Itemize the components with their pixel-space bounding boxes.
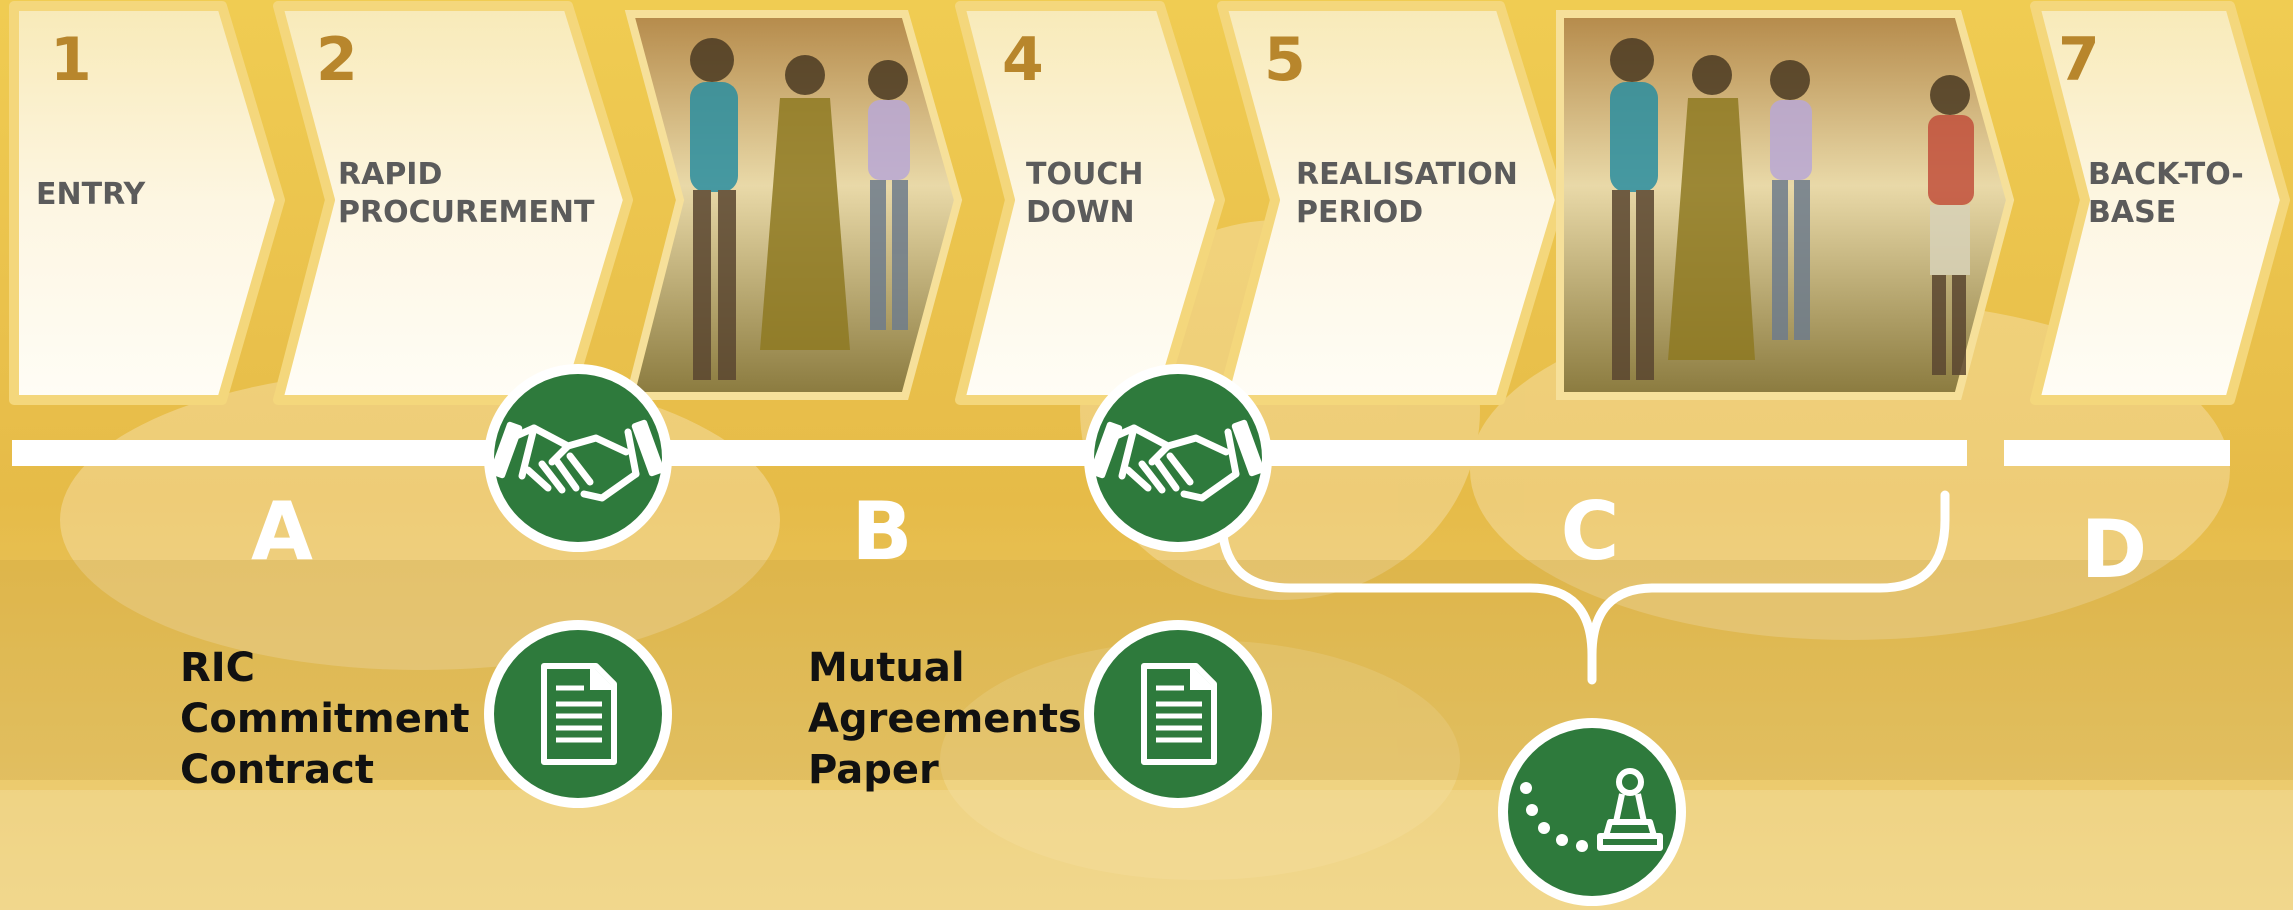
document-label-line: RIC bbox=[180, 645, 256, 691]
phase-c-bracket bbox=[1217, 490, 1950, 685]
step-label-line: BACK-TO- bbox=[2088, 157, 2244, 192]
step-label-line: PROCUREMENT bbox=[338, 195, 595, 230]
step-label-rapid-procurement: RAPID PROCUREMENT bbox=[338, 156, 598, 232]
step-label-line: RAPID bbox=[338, 157, 443, 192]
step-card-5 bbox=[1217, 1, 1565, 405]
handshake-icon bbox=[1084, 364, 1272, 552]
phase-letter-a: A bbox=[251, 485, 313, 578]
step-label-entry: ENTRY bbox=[36, 176, 296, 214]
document-icon bbox=[1084, 620, 1272, 808]
step-label-line: DOWN bbox=[1026, 195, 1135, 230]
step-label-line: TOUCH bbox=[1026, 157, 1144, 192]
step-number: 7 bbox=[2058, 25, 2100, 95]
dancers-illustration-6 bbox=[1610, 38, 1974, 380]
timeline-bar-main bbox=[12, 440, 1967, 466]
step-label-touch-down: TOUCH DOWN bbox=[1026, 156, 1286, 232]
dancers-illustration-3 bbox=[690, 38, 910, 380]
step-cards bbox=[9, 1, 2290, 405]
step-label-line: REALISATION bbox=[1296, 157, 1518, 192]
step-label-line: ENTRY bbox=[36, 177, 146, 212]
phase-letter-d: D bbox=[2080, 503, 2148, 596]
handshake-icon bbox=[484, 364, 672, 552]
timeline-bar-end bbox=[2004, 440, 2230, 466]
step-number: 4 bbox=[1002, 25, 1044, 95]
document-label-line: Commitment bbox=[180, 696, 470, 742]
step-label-line: PERIOD bbox=[1296, 195, 1424, 230]
document-label-mutual-agreements-paper: Mutual Agreements Paper bbox=[808, 643, 1108, 796]
strategy-pawn-icon bbox=[1498, 718, 1686, 906]
document-label-line: Contract bbox=[180, 747, 374, 793]
photo-card-3 bbox=[624, 10, 963, 400]
phase-letter-c: C bbox=[1560, 485, 1620, 578]
document-label-ric-commitment-contract: RIC Commitment Contract bbox=[180, 643, 480, 796]
document-icon bbox=[484, 620, 672, 808]
document-label-line: Paper bbox=[808, 747, 939, 793]
phase-letter-b: B bbox=[851, 485, 913, 578]
step-number: 1 bbox=[50, 25, 92, 95]
step-number: 5 bbox=[1264, 25, 1306, 95]
step-card-1 bbox=[9, 1, 285, 405]
step-label-realisation-period: REALISATION PERIOD bbox=[1296, 156, 1556, 232]
step-card-7 bbox=[2030, 1, 2290, 405]
document-label-line: Mutual bbox=[808, 645, 965, 691]
photo-card-6 bbox=[1556, 10, 2015, 400]
background-floor bbox=[0, 790, 2293, 910]
document-label-line: Agreements bbox=[808, 696, 1082, 742]
step-number: 2 bbox=[316, 25, 358, 95]
step-label-back-to-base: BACK-TO- BASE bbox=[2088, 156, 2278, 232]
step-label-line: BASE bbox=[2088, 195, 2177, 230]
